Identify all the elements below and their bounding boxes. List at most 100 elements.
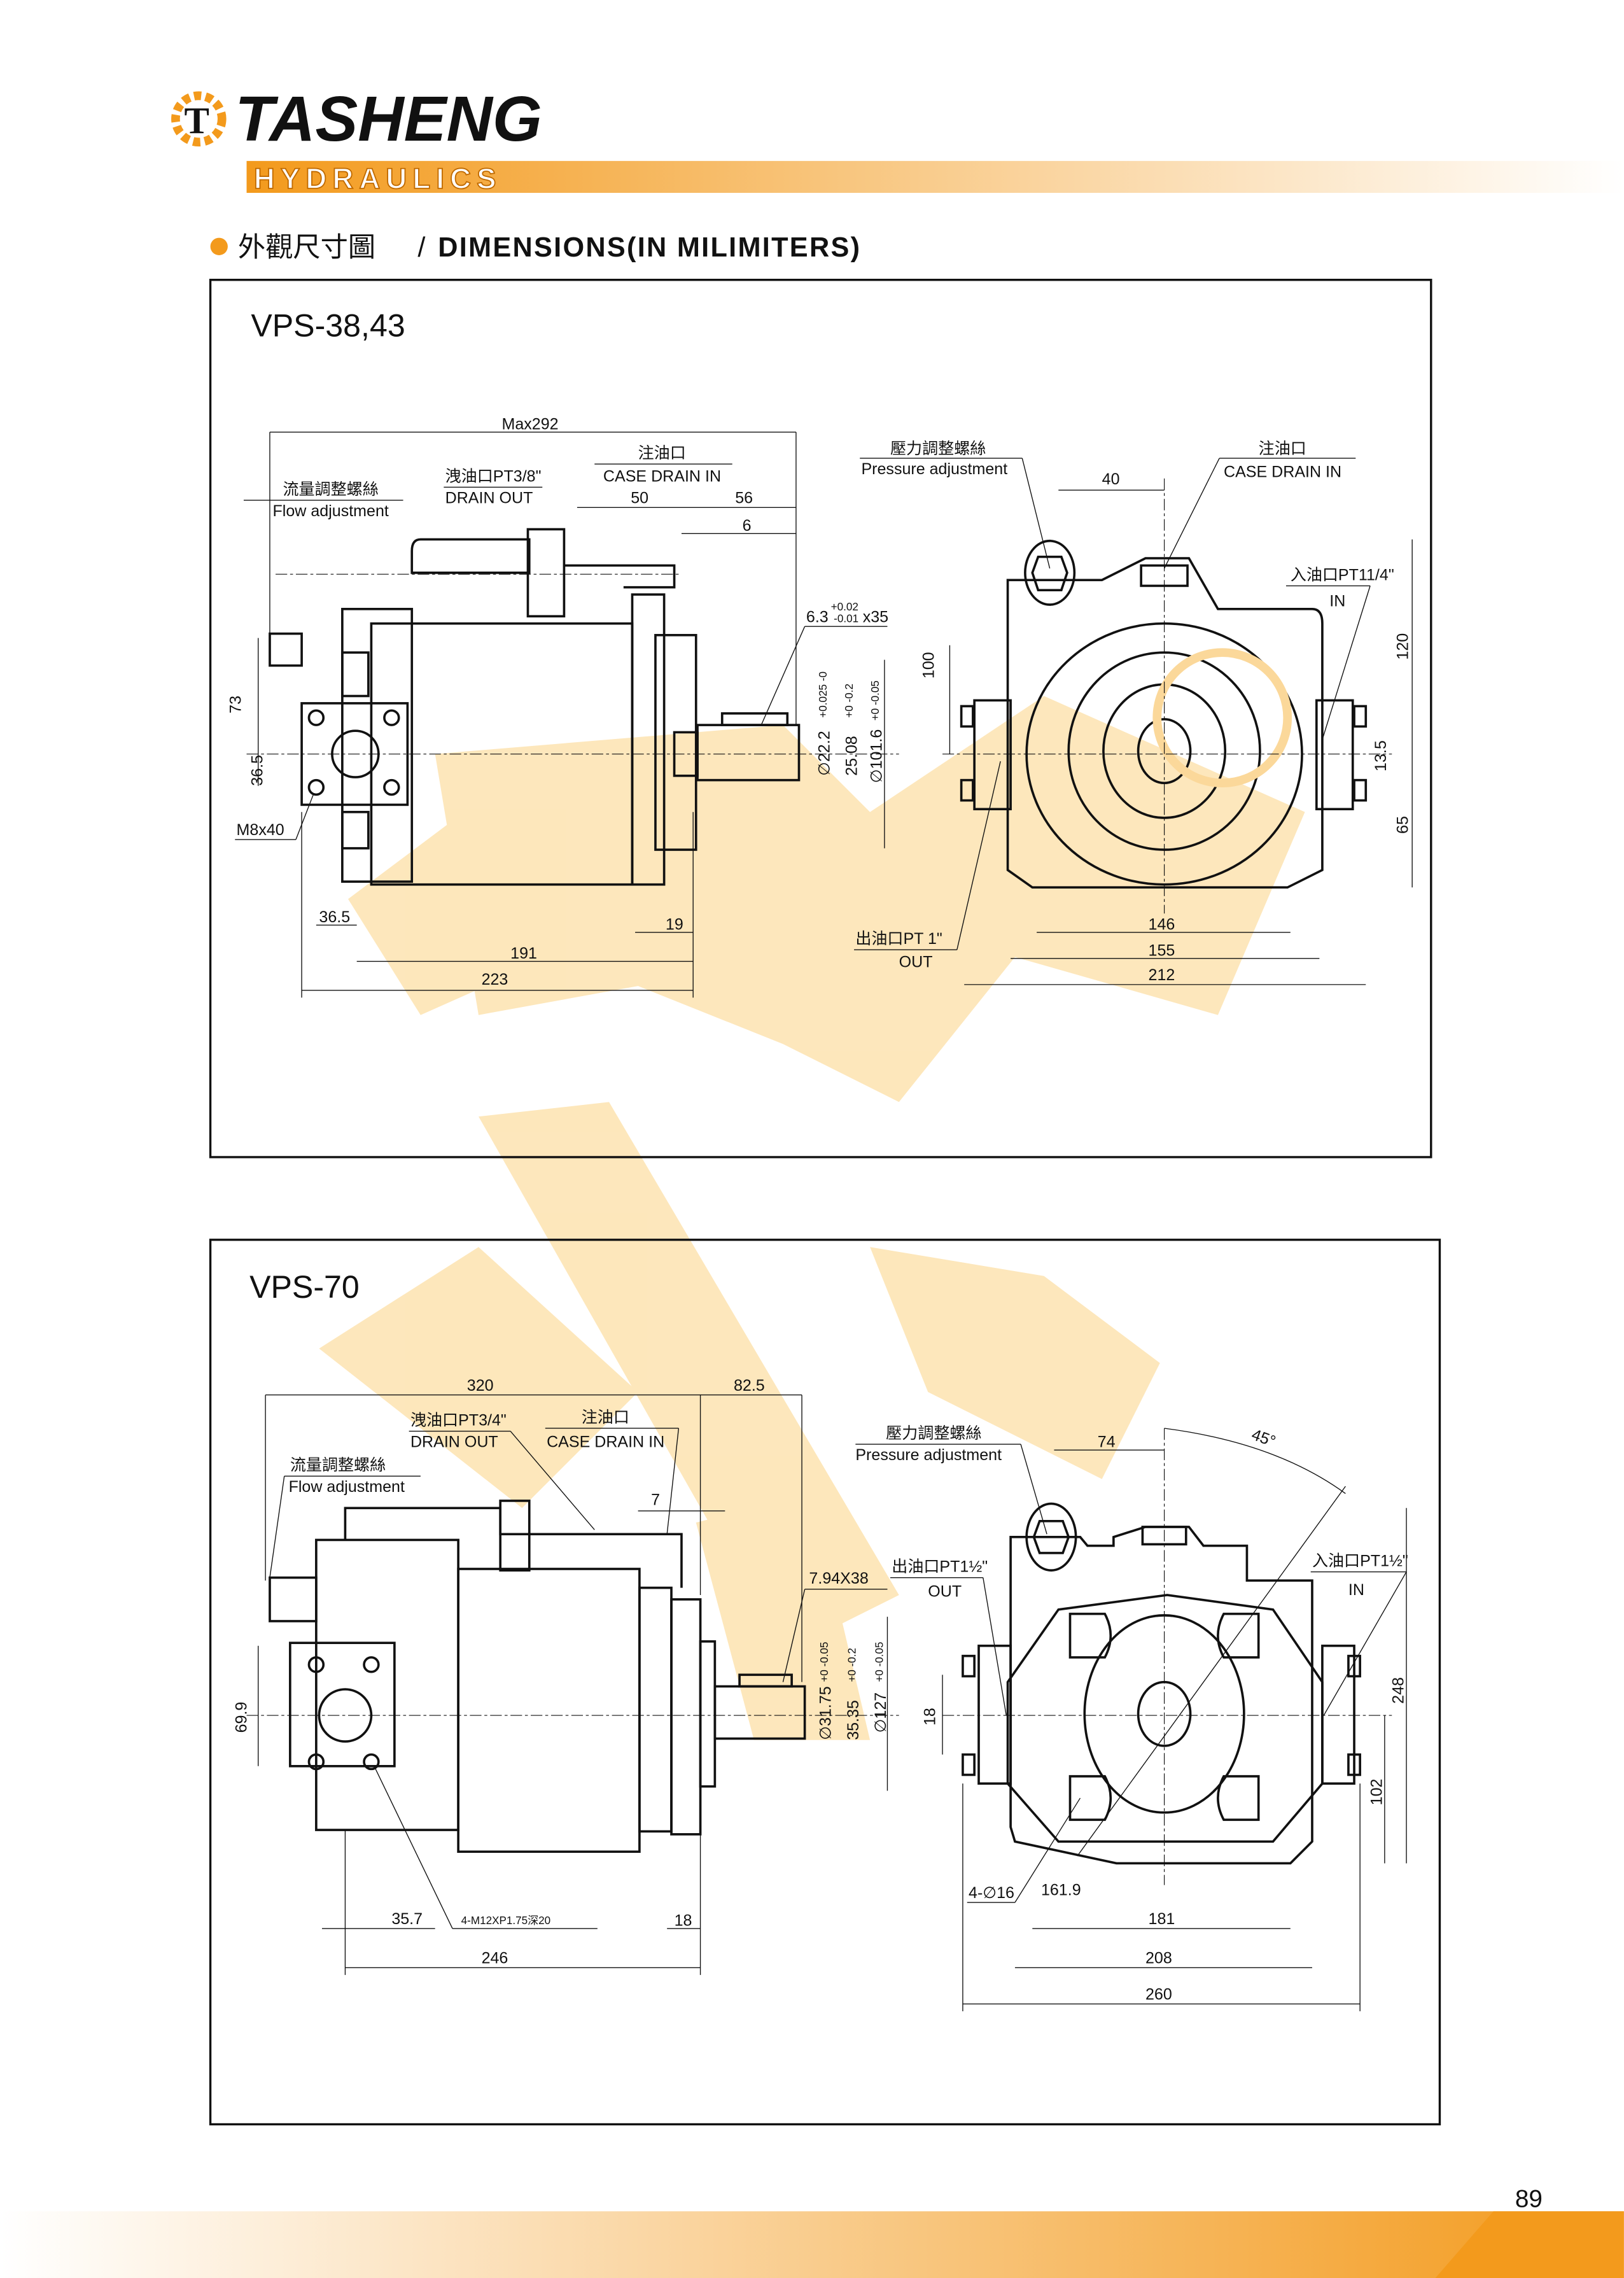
panel-title: VPS-70	[249, 1269, 360, 1305]
label-inlet-en: IN	[1348, 1581, 1364, 1599]
dim-161-9: 161.9	[1041, 1881, 1081, 1899]
side-view-dimensions: 320 82.5 洩油口PT3/4" DRAIN OUT 注油口 CASE DR…	[233, 1377, 890, 1975]
dim-74: 74	[1098, 1433, 1116, 1451]
label-inlet-en: IN	[1329, 592, 1345, 610]
header-bar	[246, 160, 1624, 193]
brand-subtitle: HYDRAULICS	[254, 162, 502, 195]
front-view-drawing	[942, 478, 1392, 914]
dim-7: 7	[651, 1491, 660, 1509]
label-case-drain-en: CASE DRAIN IN	[547, 1433, 664, 1451]
dim-bolt: M8x40	[237, 821, 284, 839]
shaft-tol: +0.025 -0	[817, 671, 829, 718]
dim-248: 248	[1389, 1677, 1407, 1704]
pilot-tol: +0 -0.05	[869, 680, 881, 721]
label-inlet-cn: 入油口PT11/4"	[1291, 566, 1394, 584]
front-view-dimensions: 壓力調整螺絲 Pressure adjustment 注油口 CASE DRAI…	[854, 440, 1413, 985]
label-flow-en: Flow adjustment	[273, 502, 389, 520]
dim-max292: Max292	[501, 415, 558, 433]
dim-key: 7.94X38	[809, 1570, 868, 1587]
dim-40: 40	[1102, 470, 1120, 488]
key-height-tol: +0 -0.2	[843, 684, 855, 718]
label-drain-out-en: DRAIN OUT	[445, 489, 533, 507]
section-title-cn: 外觀尺寸圖	[238, 232, 375, 263]
label-outlet-en: OUT	[899, 953, 933, 971]
dim-pilot: ∅101.6	[867, 729, 885, 784]
dim-120: 120	[1394, 633, 1411, 660]
panel-vps-38-43: VPS-38,43 Max292 注油口	[209, 278, 1432, 1158]
dim-shaft: ∅22.2	[815, 731, 833, 776]
logo-letter: T	[185, 100, 209, 142]
label-case-drain-cn: 注油口	[638, 444, 686, 462]
footer-accent	[1435, 2211, 1624, 2278]
dim-key-height: 35.35	[844, 1700, 862, 1740]
front-view-drawing	[942, 1428, 1392, 1885]
dim-35-7: 35.7	[391, 1910, 423, 1928]
dim-13-5: 13.5	[1372, 740, 1390, 771]
label-flow-cn: 流量調整螺絲	[283, 481, 378, 498]
gear-icon	[171, 91, 227, 147]
label-flow-en: Flow adjustment	[289, 1478, 405, 1496]
brand-logo: T TASHENG	[171, 83, 542, 155]
key-tol-up: +0.02	[831, 601, 858, 613]
brand-name: TASHENG	[235, 83, 542, 155]
label-case-drain-cn: 注油口	[1259, 440, 1306, 458]
dim-18: 18	[675, 1911, 692, 1929]
dim-69-9: 69.9	[233, 1702, 251, 1733]
label-case-drain-en: CASE DRAIN IN	[603, 467, 721, 485]
dim-18: 18	[921, 1708, 939, 1726]
key-height-tol: +0 -0.2	[846, 1648, 858, 1682]
dim-155: 155	[1149, 941, 1175, 959]
dim-146: 146	[1149, 915, 1175, 933]
dim-191: 191	[510, 945, 537, 962]
footer-bar	[0, 2211, 1624, 2278]
dim-shaft: ∅31.75	[817, 1686, 835, 1740]
label-case-drain-cn: 注油口	[582, 1409, 629, 1426]
label-pressure-cn: 壓力調整螺絲	[890, 440, 986, 458]
panel-title: VPS-38,43	[251, 308, 405, 344]
label-inlet-cn: 入油口PT1½"	[1312, 1552, 1408, 1570]
label-outlet-cn: 出油口PT1½"	[892, 1558, 988, 1576]
bullet-icon	[210, 237, 228, 255]
label-outlet-cn: 出油口PT 1"	[855, 930, 942, 948]
dim-208: 208	[1145, 1950, 1172, 1967]
dim-56: 56	[735, 489, 753, 507]
dim-key-length: x35	[863, 608, 888, 626]
key-tol-dn: -0.01	[834, 612, 858, 624]
label-pressure-en: Pressure adjustment	[855, 1446, 1002, 1464]
dim-65: 65	[1394, 816, 1411, 834]
registered-mark-watermark	[1152, 648, 1292, 788]
page-number: 89	[1515, 2185, 1543, 2212]
label-case-drain-en: CASE DRAIN IN	[1224, 463, 1341, 481]
side-view-dimensions: Max292 注油口 CASE DRAIN IN 洩油口PT3/8" DRAIN…	[227, 415, 888, 998]
dim-key-height: 25.08	[843, 736, 861, 776]
label-pressure-en: Pressure adjustment	[861, 460, 1007, 478]
dim-223: 223	[482, 971, 508, 988]
section-title-sep: /	[417, 232, 426, 263]
panel-vps-70: VPS-70 320 82.5 洩油口PT3/4" D	[209, 1239, 1441, 2126]
shaft-tol: +0 -0.05	[818, 1642, 830, 1682]
dim-260: 260	[1145, 1986, 1172, 2004]
section-title-en: DIMENSIONS(IN MILIMITERS)	[438, 232, 861, 263]
dim-246: 246	[482, 1950, 508, 1967]
pilot-tol: +0 -0.05	[874, 1642, 886, 1682]
dim-82-5: 82.5	[734, 1377, 765, 1395]
dim-36-5-vertical: 36.5	[249, 755, 267, 786]
dim-212: 212	[1149, 966, 1175, 984]
dim-320: 320	[467, 1377, 494, 1395]
dim-key: 6.3	[806, 608, 829, 626]
dim-36-5-horizontal: 36.5	[319, 908, 350, 926]
dim-181: 181	[1149, 1910, 1175, 1928]
dim-thread: 4-M12XP1.75深20	[461, 1915, 551, 1927]
side-view-drawing	[246, 1500, 899, 1853]
label-outlet-en: OUT	[928, 1582, 962, 1600]
label-flow-cn: 流量調整螺絲	[290, 1456, 386, 1474]
label-drain-out-en: DRAIN OUT	[410, 1433, 498, 1451]
dim-100: 100	[920, 652, 937, 678]
dim-pilot: ∅127	[872, 1692, 890, 1733]
side-view-drawing	[246, 528, 899, 886]
label-drain-out-cn: 洩油口PT3/4"	[410, 1411, 507, 1429]
dim-6: 6	[743, 517, 752, 535]
front-view-dimensions: 壓力調整螺絲 Pressure adjustment 74 45° 出油口PT1…	[855, 1424, 1408, 2011]
dim-50: 50	[631, 489, 648, 507]
